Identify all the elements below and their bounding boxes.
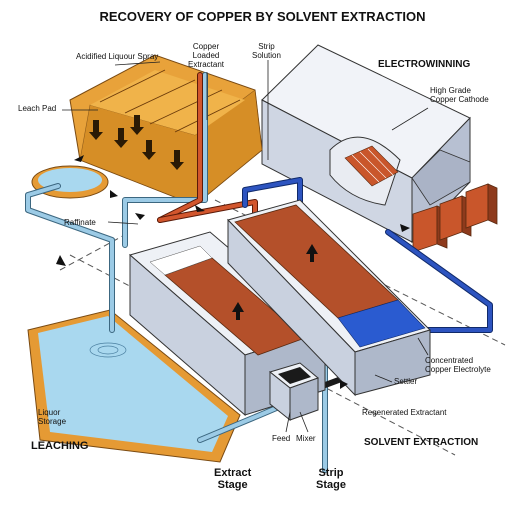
section-leaching: LEACHING <box>31 440 89 452</box>
extract-stage-line-2: Stage <box>217 479 248 491</box>
label-acidified-spray: Acidified Liquour Spray <box>76 52 159 61</box>
label-copper-loaded-extractant: Copper Loaded Extractant <box>188 42 224 69</box>
section-solvent-extraction: SOLVENT EXTRACTION <box>364 437 479 448</box>
liquor-storage-pond <box>27 309 241 463</box>
section-extract-stage: Extract Stage <box>214 467 251 491</box>
label-strip-solution-line-2: Solution <box>252 51 281 60</box>
mixer-box <box>268 362 319 422</box>
pipe-leach-to-storage <box>25 183 115 333</box>
strip-flow-arrow <box>306 244 318 262</box>
extract-flow-arrow <box>232 302 244 320</box>
copper-cathode-stack <box>412 183 498 253</box>
diagram-title: RECOVERY OF COPPER BY SOLVENT EXTRACTION <box>99 9 426 24</box>
label-mixer: Mixer <box>296 434 316 443</box>
label-concentrated-electrolyte: Concentrated Copper Electrolyte <box>425 356 491 374</box>
label-copper-loaded-line-3: Extractant <box>188 60 225 69</box>
label-liquor-line-1: Liquor <box>38 408 61 417</box>
label-liquor-storage: Liquor Storage <box>38 408 66 426</box>
electrowinning-building <box>261 44 471 244</box>
label-electrolyte-line-2: Copper Electrolyte <box>425 365 491 374</box>
label-raffinate: Raffinate <box>64 218 96 227</box>
strip-stage-tank <box>227 199 431 397</box>
label-copper-loaded-line-2: Loaded <box>192 51 220 60</box>
label-cathode-line-2: Copper Cathode <box>430 95 489 104</box>
section-strip-stage: Strip Stage <box>316 467 346 491</box>
extract-stage-tank <box>128 231 327 417</box>
strip-stage-line-1: Strip <box>318 467 344 479</box>
label-cathode-line-1: High Grade <box>430 86 471 95</box>
label-strip-solution-line-1: Strip <box>258 42 275 51</box>
label-electrolyte-line-1: Concentrated <box>425 356 474 365</box>
label-high-grade-cathode: High Grade Copper Cathode <box>430 86 489 104</box>
label-leach-pad: Leach Pad <box>18 104 57 113</box>
label-strip-solution: Strip Solution <box>252 42 281 60</box>
leach-pad <box>69 54 263 206</box>
electrowinning-cells <box>344 145 399 187</box>
leader-lines <box>62 60 429 433</box>
percolation-arrows <box>89 115 184 170</box>
label-feed: Feed <box>272 434 291 443</box>
label-settler: Settler <box>394 377 418 386</box>
section-electrowinning: ELECTROWINNING <box>378 59 471 70</box>
strip-stage-line-2: Stage <box>316 479 346 491</box>
label-copper-loaded-line-1: Copper <box>192 42 220 51</box>
label-regenerated-extractant: Regenerated Extractant <box>362 408 447 417</box>
label-liquor-line-2: Storage <box>38 417 67 426</box>
extract-stage-line-1: Extract <box>214 467 252 479</box>
flow-arrows <box>56 155 410 389</box>
